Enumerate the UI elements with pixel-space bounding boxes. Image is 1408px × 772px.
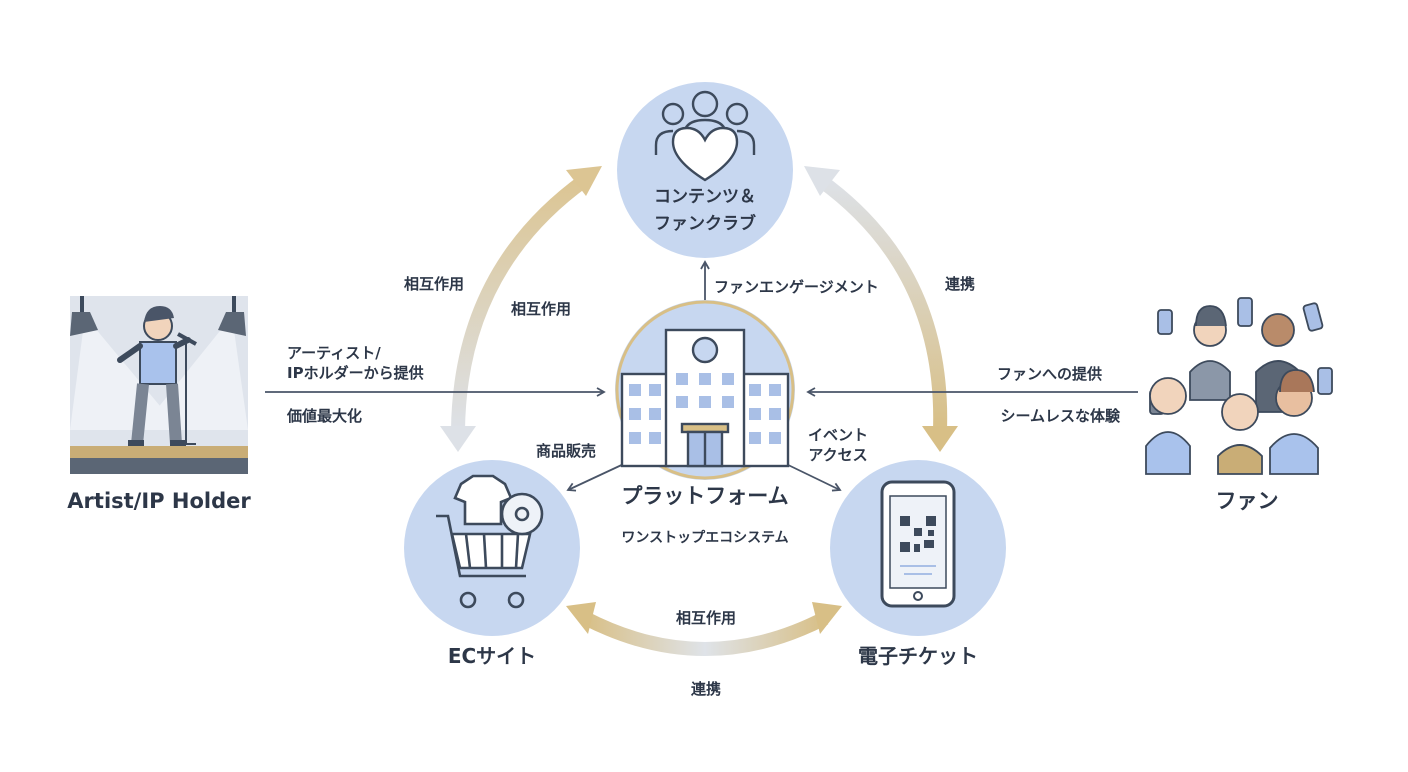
- artist-node: Artist/IP Holder: [67, 296, 251, 513]
- edge-right-outer-label: 連携: [945, 275, 975, 293]
- edge-to-ec-label: 商品販売: [536, 442, 596, 460]
- right-curved-arrow: [804, 166, 958, 452]
- content-label-line2: ファンクラブ: [654, 213, 756, 234]
- edge-bottom-top-label: 相互作用: [676, 609, 736, 627]
- left-curved-arrow: [440, 166, 602, 452]
- fan-crowd-icon: [1145, 297, 1345, 475]
- content-label-line1: コンテンツ＆: [654, 187, 756, 207]
- ec-label: ECサイト: [448, 644, 536, 668]
- connector-lines: [265, 260, 1138, 492]
- fans-edge-line1: ファンへの提供: [997, 365, 1102, 383]
- singer-on-stage-icon: [70, 296, 248, 474]
- edge-to-content-label: ファンエンゲージメント: [714, 278, 879, 296]
- ticket-label: 電子チケット: [858, 644, 978, 668]
- artist-label: Artist/IP Holder: [67, 489, 251, 513]
- bottom-curved-arrow: [566, 602, 842, 656]
- smartphone-qr-icon: [880, 480, 956, 608]
- artist-edge-line1: アーティスト/: [287, 344, 381, 362]
- shopping-cart-icon: [436, 474, 544, 609]
- fans-heart-icon: [654, 90, 756, 182]
- arrow-to-ec: [566, 461, 629, 492]
- content-node: コンテンツ＆ ファンクラブ: [617, 82, 793, 258]
- fans-edge-line2: シームレスな体験: [1000, 407, 1121, 425]
- edge-left-outer-label: 相互作用: [404, 275, 464, 293]
- building-icon: [620, 328, 790, 468]
- edge-to-ticket-label-line1: イベント: [808, 426, 868, 444]
- edge-left-inner-label: 相互作用: [511, 300, 571, 318]
- fans-label: ファン: [1216, 489, 1279, 513]
- arrow-to-ticket: [781, 461, 842, 492]
- platform-node: プラットフォーム ワンストップエコシステム: [615, 300, 795, 546]
- fans-node: ファン: [1145, 297, 1345, 513]
- edge-to-ticket-label-line2: アクセス: [808, 446, 867, 464]
- ticket-node: 電子チケット: [830, 460, 1006, 668]
- edge-bottom-bottom-label: 連携: [691, 680, 721, 698]
- platform-label: プラットフォーム: [621, 484, 788, 508]
- artist-edge-line3: 価値最大化: [286, 407, 362, 425]
- ec-node: ECサイト: [404, 460, 580, 668]
- artist-edge-line2: IPホルダーから提供: [287, 364, 424, 382]
- platform-sublabel: ワンストップエコシステム: [621, 530, 788, 546]
